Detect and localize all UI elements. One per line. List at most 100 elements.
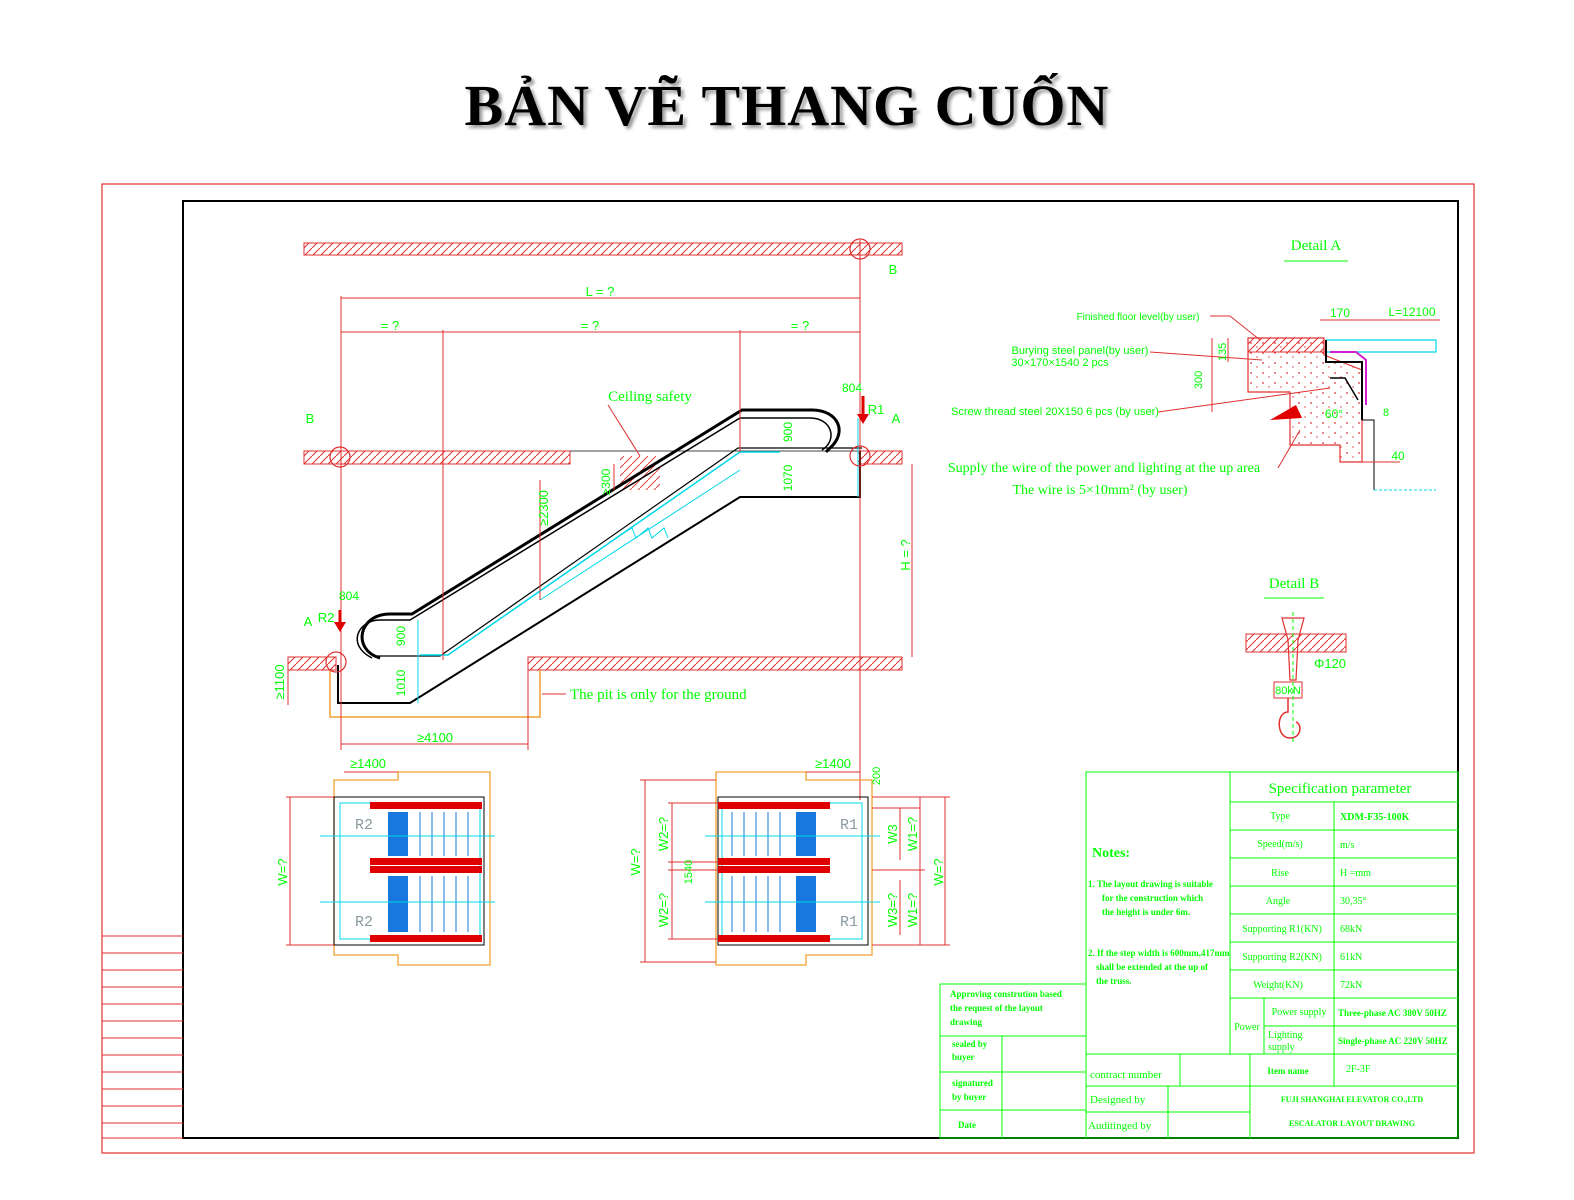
dim-1070: 1070: [781, 464, 795, 491]
notes-heading: Notes:: [1092, 846, 1130, 861]
inner-frame: [182, 200, 1459, 1139]
dim-900-bottom: 900: [394, 626, 408, 646]
label-b: B: [306, 411, 315, 426]
notes: Notes: 1. The layout drawing is suitable…: [1088, 846, 1230, 986]
ceiling-slab: [303, 242, 903, 256]
label-a-bottom: A: [304, 614, 313, 629]
plan-right-w2-top: W2=?: [656, 817, 671, 851]
step-line: [420, 451, 780, 656]
spec-company: FUJI SHANGHAI ELEVATOR CO.,LTD: [1281, 1095, 1423, 1104]
spec-lighting-label-1: Lighting: [1268, 1030, 1302, 1041]
plan-right-r1-bottom: R1: [840, 914, 858, 931]
spec-item-name: Item name: [1267, 1066, 1308, 1076]
note-1-line-2: for the construction which: [1102, 893, 1203, 903]
plan-right-w3-top: W3: [885, 824, 900, 844]
spec-heading: Specification parameter: [1269, 781, 1412, 797]
approval-line-2: the request of the layout: [950, 1003, 1043, 1013]
spec-power-supply-value: Three-phase AC 380V 50HZ: [1338, 1008, 1447, 1018]
dim-900-top: 900: [781, 422, 795, 442]
approval-sealed-1: sealed by: [952, 1039, 988, 1049]
ref-circle-a: [325, 651, 347, 673]
detail-a-finished-floor: Finished floor level(by user): [1077, 312, 1200, 323]
detail-a-dim-8: 8: [1383, 407, 1389, 419]
detail-a-steel-panel: Burying steel panel(by user): [1012, 345, 1149, 357]
plan-right-w1-top: W1=?: [905, 817, 920, 851]
detail-a-dim-40: 40: [1391, 449, 1405, 463]
plan-left-r2-top: R2: [355, 817, 373, 834]
approval-block: [939, 983, 1087, 1139]
detail-b-load: 80kN: [1275, 685, 1301, 697]
approval-signed-2: by buyer: [952, 1092, 986, 1102]
spec-lighting-value: Single-phase AC 220V 50HZ: [1338, 1036, 1448, 1046]
elevation-view: L = ? = ? = ? = ? Ceiling safety 804 804…: [272, 238, 913, 800]
ref-circle-b-top: [849, 238, 871, 260]
title-block: [1085, 771, 1459, 1139]
plan-view-left: R2 R2 ≥1400 W=?: [275, 756, 495, 966]
dim-804-top: 804: [842, 381, 862, 395]
detail-a-dim-300: 300: [1193, 371, 1205, 389]
note-1-line-3: the height is under 6m.: [1102, 907, 1190, 917]
dim-eq-3: = ?: [791, 318, 809, 333]
spec-rows: Type XDM-F35-100K Speed(m/s) m/s Rise H …: [1088, 811, 1448, 1132]
spec-item-value: 2F-3F: [1346, 1064, 1371, 1075]
dim-eq-2: = ?: [581, 318, 599, 333]
ceiling-safety-label: Ceiling safety: [608, 389, 692, 405]
spec-label-6: Weight(KN): [1253, 980, 1303, 991]
detail-a-supply-1: Supply the wire of the power and lightin…: [948, 461, 1261, 476]
dim-4100: ≥4100: [417, 730, 453, 745]
outer-border: [101, 183, 1475, 1154]
detail-a-screw: Screw thread steel 20X150 6 pcs (by user…: [951, 406, 1159, 418]
plan-left-r2-bottom: R2: [355, 914, 373, 931]
spec-contract: contract number: [1090, 1069, 1162, 1081]
left-strip-lines: [102, 935, 183, 1139]
lower-floor-slab-right: [527, 656, 903, 671]
dim-eq-1: = ?: [381, 318, 399, 333]
detail-a-title: Detail A: [1291, 238, 1342, 254]
page-title: BẢN VẼ THANG CUỐN: [464, 73, 1110, 138]
spec-label-5: Supporting R2(KN): [1242, 952, 1322, 963]
pit-outline: [329, 670, 541, 718]
detail-b: Detail B Φ120 80kN: [1245, 576, 1347, 742]
spec-label-1: Speed(m/s): [1257, 839, 1303, 850]
plan-right-r1-top: R1: [840, 817, 858, 834]
ref-circle-a-top: [849, 445, 871, 467]
note-2-line-2: shall be extended at the up of: [1096, 962, 1209, 972]
approval-signed-1: signatured: [952, 1078, 993, 1088]
spec-label-4: Supporting R1(KN): [1242, 924, 1322, 935]
detail-b-title: Detail B: [1269, 576, 1319, 592]
plan-view-right: R1 R1 W=? W2=? W2=? 1540 ≥1: [628, 756, 950, 966]
plan-left-dim-1400: ≥1400: [350, 756, 386, 771]
plan-right-w-left: W=?: [628, 848, 643, 875]
dim-l: L = ?: [586, 284, 615, 299]
pit-note: The pit is only for the ground: [570, 687, 747, 703]
ref-circle-b: [329, 446, 351, 468]
note-2-line-1: 2. If the step width is 600mm,417mm: [1088, 948, 1230, 958]
approval-sealed-2: buyer: [952, 1052, 975, 1062]
spec-label-2: Rise: [1271, 868, 1289, 879]
detail-a-steel-panel-size: 30×170×1540 2 pcs: [1011, 357, 1109, 369]
dim-1100: ≥1100: [272, 664, 287, 699]
label-r2: R2: [318, 610, 335, 625]
spec-power-supply-label: Power supply: [1272, 1007, 1327, 1018]
spec-value-1: m/s: [1340, 840, 1355, 851]
upper-floor-slab-right: [857, 450, 903, 465]
spec-value-0: XDM-F35-100K: [1340, 812, 1410, 823]
spec-power-label: Power: [1234, 1022, 1260, 1033]
label-b-top: B: [889, 262, 898, 277]
spec-label-0: Type: [1270, 811, 1290, 822]
spec-value-4: 68kN: [1340, 924, 1362, 935]
detail-a: Detail A Finished floor level(by user) B…: [948, 238, 1440, 498]
approval-line-1: Approving constrution based: [950, 989, 1062, 999]
plan-left-w: W=?: [275, 858, 290, 885]
spec-audited: Auditinged by: [1088, 1120, 1152, 1132]
label-a-top: A: [892, 411, 901, 426]
detail-a-dim-135: 135: [1217, 343, 1229, 361]
plan-right-dim-1540: 1540: [683, 860, 695, 884]
approval-line-3: drawing: [950, 1017, 983, 1027]
detail-b-dia: Φ120: [1314, 656, 1346, 671]
detail-a-dim-l: L=12100: [1388, 305, 1435, 319]
plan-right-w-right: W=?: [931, 858, 946, 885]
spec-label-3: Angle: [1266, 896, 1291, 907]
spec-value-2: H =mm: [1340, 868, 1371, 879]
